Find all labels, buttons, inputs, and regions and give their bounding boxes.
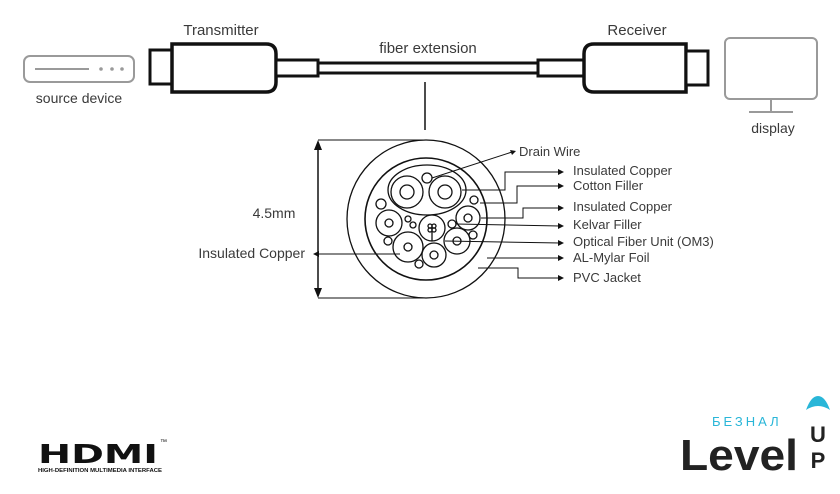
callout-optical-fiber-unit: Optical Fiber Unit (OM3) <box>573 234 714 249</box>
brand-accent-icon <box>806 396 830 410</box>
transmitter-connector-icon <box>148 42 278 94</box>
diameter-label: 4.5mm <box>253 205 296 221</box>
callout-cotton-filler: Cotton Filler <box>573 178 644 193</box>
callout-al-mylar-foil: AL-Mylar Foil <box>573 250 650 265</box>
callout-leaders <box>431 151 561 279</box>
source-device-label: source device <box>36 90 123 106</box>
callout-insulated-copper-2: Insulated Copper <box>573 199 673 214</box>
transmitter-label: Transmitter <box>183 22 258 39</box>
receiver-label: Receiver <box>607 22 666 39</box>
callout-kelvar-filler: Kelvar Filler <box>573 217 642 232</box>
cable-cross-section <box>346 139 506 299</box>
fiber-extension-label: fiber extension <box>379 40 477 57</box>
brand-u-text: U <box>810 422 826 447</box>
receiver-connector-icon <box>582 42 710 94</box>
left-callout-line <box>313 251 400 257</box>
hdmi-wordmark: HDMI <box>38 440 158 470</box>
hdmi-tm: ™ <box>160 439 167 446</box>
pvc-jacket-ring <box>346 139 506 299</box>
fiber-cable-icon <box>274 58 586 78</box>
diameter-dimension <box>314 139 425 299</box>
levelup-logo: БЕЗНАЛ Level U P <box>680 396 830 480</box>
brand-p-text: P <box>811 448 826 473</box>
display-icon <box>724 37 818 113</box>
callout-insulated-copper-1: Insulated Copper <box>573 163 673 178</box>
brand-main-text: Level <box>680 431 798 480</box>
brand-top-text: БЕЗНАЛ <box>712 414 782 429</box>
hdmi-logo: HDMI ™ HIGH-DEFINITION MULTIMEDIA INTERF… <box>38 439 167 474</box>
callout-drain-wire: Drain Wire <box>519 144 580 159</box>
display-label: display <box>751 120 795 136</box>
source-device-icon <box>23 55 135 83</box>
left-callout-label: Insulated Copper <box>198 245 305 261</box>
hdmi-tagline: HIGH-DEFINITION MULTIMEDIA INTERFACE <box>38 468 162 474</box>
callout-pvc-jacket: PVC Jacket <box>573 270 641 285</box>
callout-arrowheads <box>510 150 564 281</box>
foil-ring <box>364 157 488 281</box>
